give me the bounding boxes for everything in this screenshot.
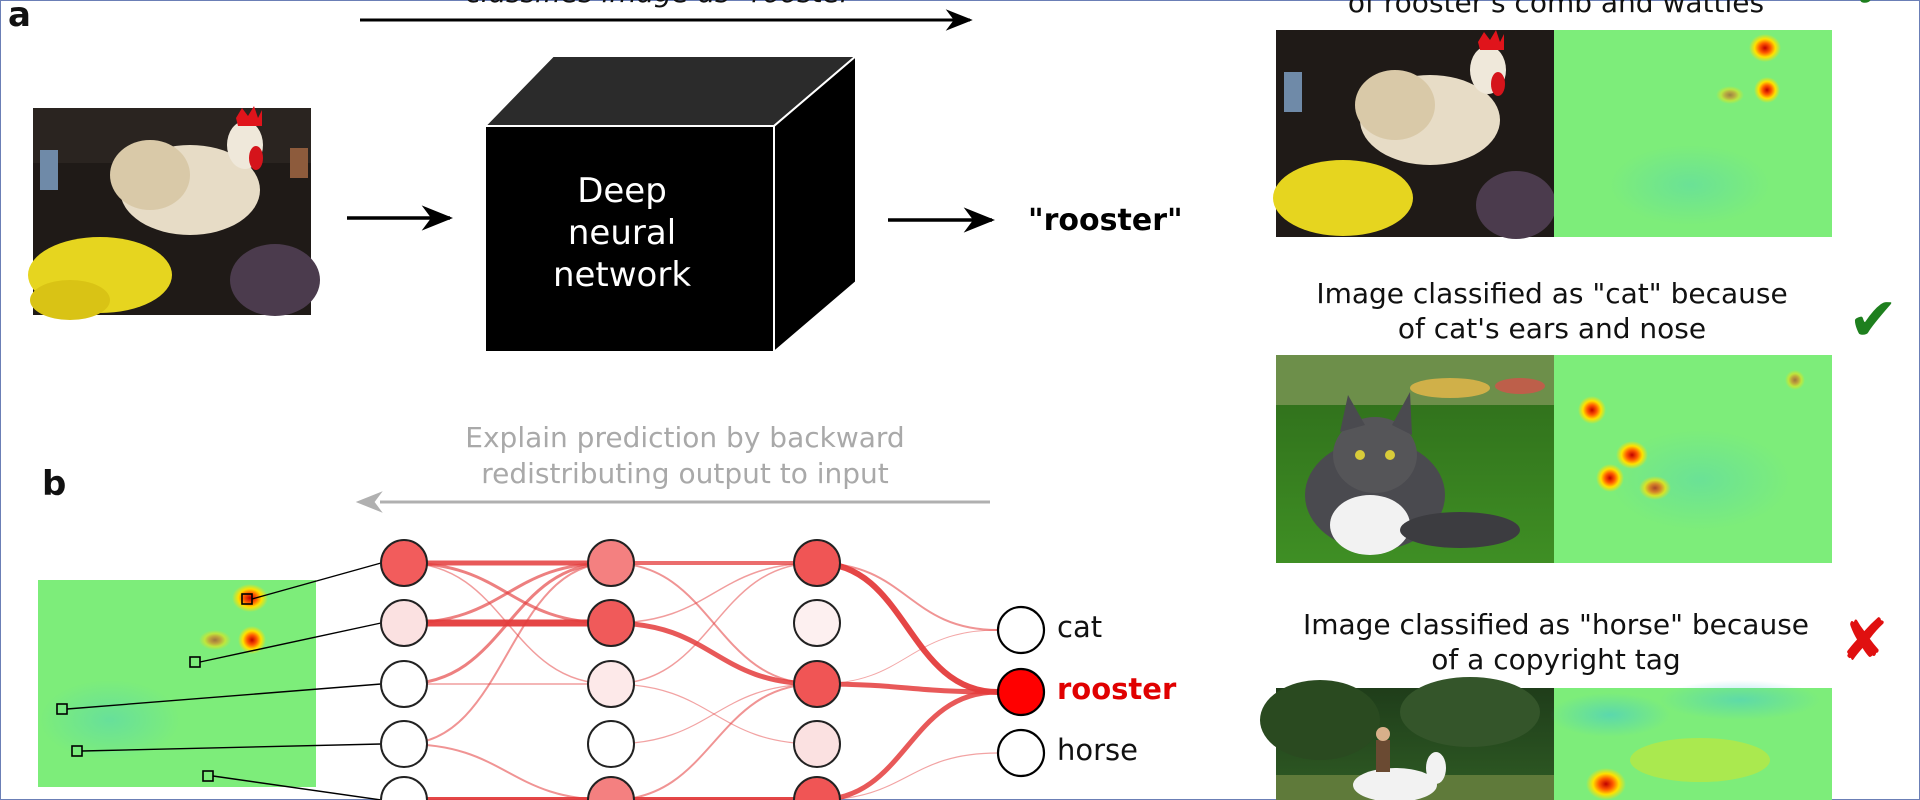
- output-node-cat: [996, 605, 1046, 655]
- example-3-photo: [1260, 677, 1554, 800]
- rooster-photo: [28, 106, 320, 320]
- network-neuron: [587, 776, 635, 800]
- checkmark-icon: ✔: [1850, 0, 1900, 23]
- network-neuron: [793, 599, 841, 647]
- example-3-caption-line1: Image classified as "horse" because: [1303, 608, 1809, 641]
- network-edge: [610, 562, 818, 685]
- pixel-to-neuron-link: [81, 743, 382, 752]
- pixel-to-neuron-link: [212, 775, 382, 800]
- example-1-photo: [1273, 30, 1556, 239]
- network-edges: [66, 560, 999, 800]
- network-neuron: [380, 599, 428, 647]
- network-nodes: [380, 539, 841, 800]
- pixel-to-neuron-link: [199, 622, 382, 663]
- network-edge: [610, 683, 818, 745]
- network-label-line2: neural: [568, 213, 676, 253]
- network-neuron: [587, 660, 635, 708]
- network-edge: [403, 561, 612, 686]
- network-edge: [403, 561, 612, 625]
- top-arrow-caption: classifies image as "rooster": [466, 0, 865, 9]
- example-2-photo: [1276, 355, 1554, 563]
- example-3-caption-line2: of a copyright tag: [1431, 643, 1680, 676]
- network-neuron: [793, 776, 841, 800]
- class-label-cat: cat: [1057, 610, 1102, 644]
- network-edge: [816, 681, 999, 695]
- example-2-caption-line2: of cat's ears and nose: [1398, 312, 1706, 345]
- network-neuron: [380, 776, 428, 800]
- example-1-caption-line2: of rooster's comb and wattles: [1348, 0, 1764, 19]
- network-neuron: [793, 539, 841, 587]
- network-edge: [816, 629, 999, 685]
- class-label-rooster: rooster: [1057, 672, 1177, 706]
- output-node-horse: [996, 728, 1046, 778]
- cross-icon: ✘: [1840, 606, 1889, 674]
- network-neuron: [380, 539, 428, 587]
- network-edge: [816, 560, 999, 695]
- pixel-to-neuron-link: [66, 683, 382, 710]
- network-edge: [403, 562, 612, 745]
- output-node-rooster: [996, 667, 1046, 717]
- network-label-line3: network: [553, 255, 691, 295]
- network-edge: [610, 562, 818, 624]
- network-neuron: [793, 660, 841, 708]
- panel-b-letter: b: [42, 464, 66, 504]
- network-label-line1: Deep: [577, 171, 667, 211]
- example-2-heatmap: [1554, 355, 1832, 563]
- checkmark-icon: ✔: [1848, 285, 1898, 355]
- class-label-horse: horse: [1057, 733, 1138, 767]
- example-1-heatmap: [1554, 30, 1832, 237]
- network-edge: [610, 683, 818, 800]
- network-edge: [816, 689, 999, 800]
- network-edge: [816, 562, 999, 631]
- network-neuron: [587, 599, 635, 647]
- deep-neural-network-cube: Deep neural network: [482, 53, 859, 355]
- example-2-caption-line1: Image classified as "cat" because: [1316, 277, 1787, 310]
- panel-a-letter: a: [8, 0, 31, 35]
- network-edge: [610, 683, 818, 745]
- explain-line-2: redistributing output to input: [481, 457, 889, 490]
- network-neuron: [793, 720, 841, 768]
- network-edge: [610, 620, 818, 687]
- network-edge: [403, 743, 612, 800]
- network-neuron: [380, 660, 428, 708]
- network-neuron: [587, 539, 635, 587]
- network-edge: [816, 752, 999, 800]
- network-neuron: [380, 720, 428, 768]
- input-relevance-heatmap: [38, 580, 316, 787]
- example-3-heatmap: [1550, 680, 1832, 800]
- pixel-to-neuron-link: [251, 562, 382, 600]
- explain-line-1: Explain prediction by backward: [465, 421, 904, 454]
- network-neuron: [587, 720, 635, 768]
- network-output-label: "rooster": [1028, 203, 1183, 238]
